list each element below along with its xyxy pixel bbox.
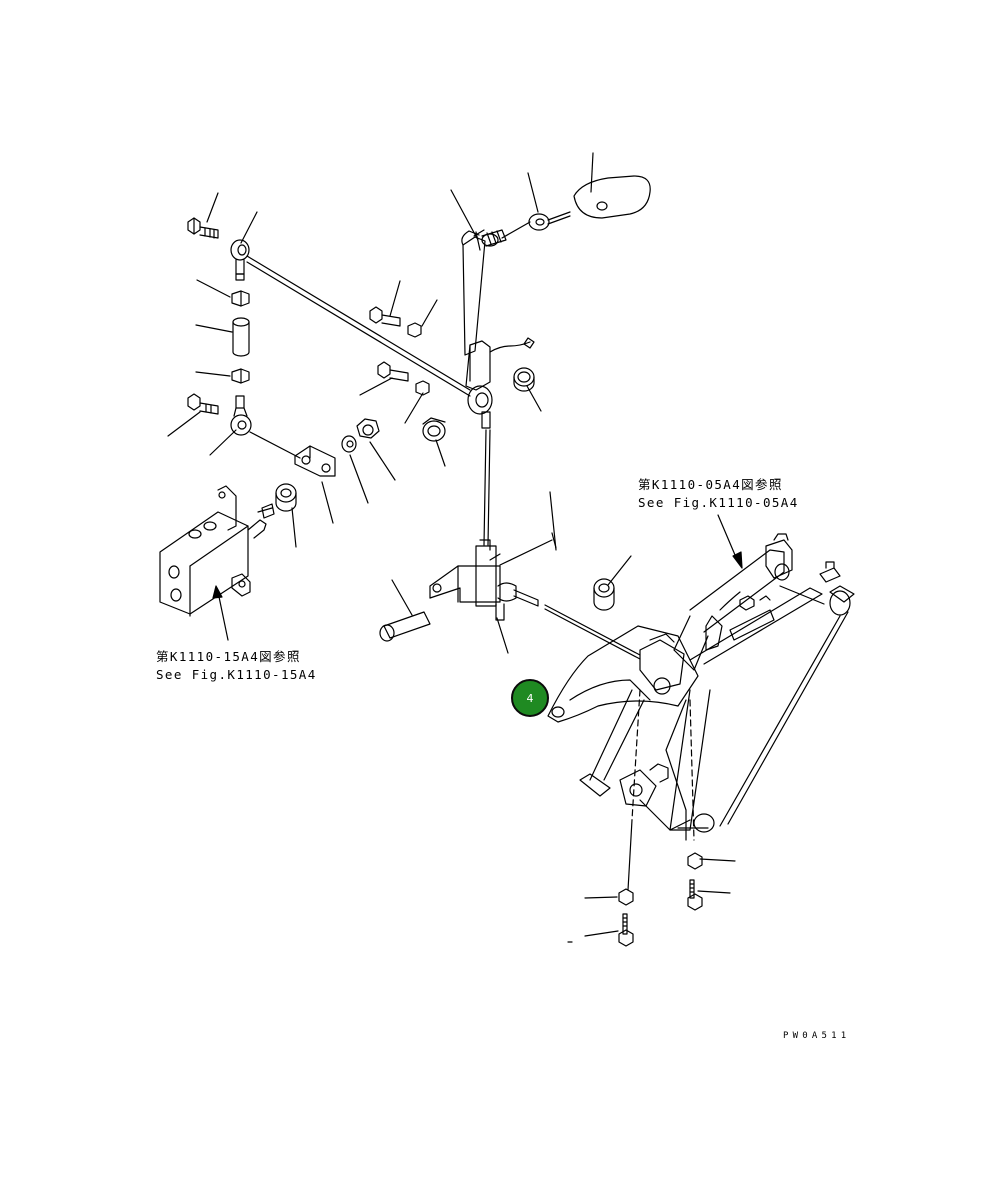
frame-assembly xyxy=(665,533,855,841)
bolt-bottom-left xyxy=(618,913,634,947)
bolt-center-1 xyxy=(369,306,401,327)
nut-hex-left xyxy=(356,418,380,439)
bolt-center-2 xyxy=(377,361,409,382)
nut-center-2 xyxy=(415,380,430,396)
bolt-left-lower xyxy=(187,393,219,415)
lever-knob xyxy=(547,175,651,225)
drawing-code: PW0A511 xyxy=(783,1031,851,1041)
leader-lines xyxy=(167,152,736,943)
part-callout-number: 4 xyxy=(526,691,534,705)
bolt-bottom-right xyxy=(687,879,703,911)
control-valve xyxy=(159,485,275,617)
hidden-lines xyxy=(631,689,695,841)
lever-bracket-lower xyxy=(429,532,557,621)
clevis-pin xyxy=(379,611,431,642)
bushing-right xyxy=(593,578,615,611)
collar-left xyxy=(275,483,297,512)
bushing-center-1 xyxy=(513,367,535,392)
pedal-plate xyxy=(547,625,699,831)
nut-left-2 xyxy=(231,368,250,384)
link-bracket xyxy=(294,445,336,477)
spacer-left xyxy=(232,317,250,357)
bushing-center-2 xyxy=(422,417,446,442)
rod-end-upper xyxy=(230,239,250,281)
nut-left-1 xyxy=(231,290,250,307)
part-callout-marker[interactable]: 4 xyxy=(511,679,549,717)
boot-ring xyxy=(528,213,550,231)
linkage-rods xyxy=(246,255,641,660)
control-lever xyxy=(461,221,535,429)
nut-center-1 xyxy=(407,322,422,338)
rod-end-lower xyxy=(230,395,252,436)
bolt-top-left xyxy=(187,217,219,239)
rod-to-bottom xyxy=(627,819,633,891)
reference-note-lower-en: See Fig.K1110-15A4 xyxy=(156,667,317,682)
reference-note-lower-jp: 第K1110-15A4図参照 xyxy=(156,649,301,664)
reference-note-upper-en: See Fig.K1110-05A4 xyxy=(638,495,799,510)
reference-arrows xyxy=(212,514,743,641)
reference-note-upper-jp: 第K1110-05A4図参照 xyxy=(638,477,783,492)
nut-bottom-left xyxy=(618,888,634,906)
washer-left xyxy=(341,435,357,453)
nut-bottom-right xyxy=(687,852,703,870)
